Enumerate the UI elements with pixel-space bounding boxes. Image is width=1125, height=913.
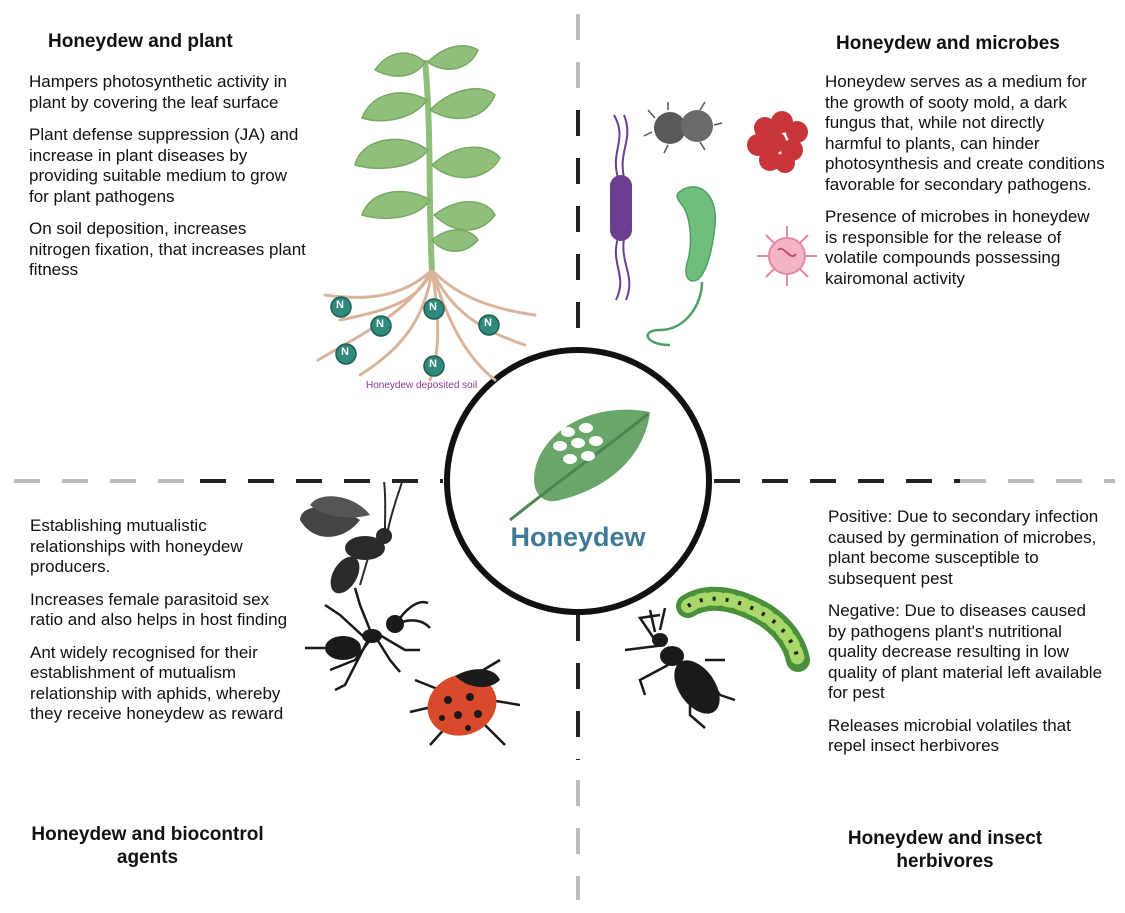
leaf-honeydew-icon: [509, 409, 650, 522]
herbivores-section-title: Honeydew and insect herbivores: [847, 828, 1043, 872]
nitrogen-nodule-icon: [330, 296, 352, 318]
nodule-letter: N: [376, 318, 384, 330]
wasp-icon: [300, 481, 403, 594]
microbes-point: Honeydew serves as a medium for the grow…: [825, 72, 1105, 194]
bacillus-icon: [610, 114, 632, 301]
nodule-letter: N: [429, 358, 437, 370]
nodule-letter: N: [336, 299, 344, 311]
nitrogen-nodule-icon: [423, 298, 445, 320]
herbivores-point: Releases microbial volatiles that repel …: [828, 715, 1071, 756]
ant-icon: [305, 587, 431, 692]
herbivores-point: Negative: Due to diseases caused by path…: [828, 601, 1103, 702]
plant-section-points: Hampers photosynthetic activity in plant…: [29, 72, 307, 281]
center-label: Honeydew: [510, 522, 646, 552]
microbes-section-points: Honeydew serves as a medium for the grow…: [825, 72, 1105, 289]
plant-point: On soil deposition, increases nitrogen f…: [29, 219, 306, 279]
biocontrol-point: Ant widely recognised for their establis…: [30, 642, 284, 724]
plant-section-title: Honeydew and plant: [48, 31, 233, 52]
caterpillar-icon: [676, 586, 810, 672]
nodule-letter: N: [484, 317, 492, 329]
nodule-letter: N: [341, 346, 349, 358]
biocontrol-section-points: Establishing mutualistic relationships w…: [30, 516, 290, 725]
beetle-icon: [624, 607, 736, 729]
plant-point: Hampers photosynthetic activity in plant…: [29, 72, 287, 112]
biocontrol-point: Increases female parasitoid sex ratio an…: [30, 589, 288, 630]
plant-point: Plant defense suppression (JA) and incre…: [29, 125, 299, 206]
ladybird-icon: [409, 658, 521, 746]
virus-icon: [757, 226, 817, 286]
microbes-point: Presence of microbes in honeydew is resp…: [825, 207, 1090, 288]
biocontrol-section-title: Honeydew and biocontrol agents: [31, 824, 264, 868]
herbivores-section-points: Positive: Due to secondary infection cau…: [828, 507, 1103, 757]
nitrogen-nodule-icon: [423, 355, 445, 377]
microbes-section-title: Honeydew and microbes: [836, 33, 1060, 54]
vibrio-icon: [646, 186, 717, 347]
herbivores-point: Positive: Due to secondary infection cau…: [828, 507, 1099, 588]
soil-label: Honeydew deposited soil: [366, 380, 478, 391]
biocontrol-point: Establishing mutualistic relationships w…: [30, 516, 243, 576]
nitrogen-nodule-icon: [478, 314, 500, 336]
nitrogen-nodules: [330, 296, 500, 377]
nitrogen-nodule-icon: [335, 343, 357, 365]
staphylococcus-icon: [747, 111, 808, 173]
plant-icon: [316, 45, 537, 382]
nodule-letter: N: [429, 301, 437, 313]
nitrogen-nodule-icon: [370, 315, 392, 337]
diplococcus-icon: [643, 101, 723, 154]
